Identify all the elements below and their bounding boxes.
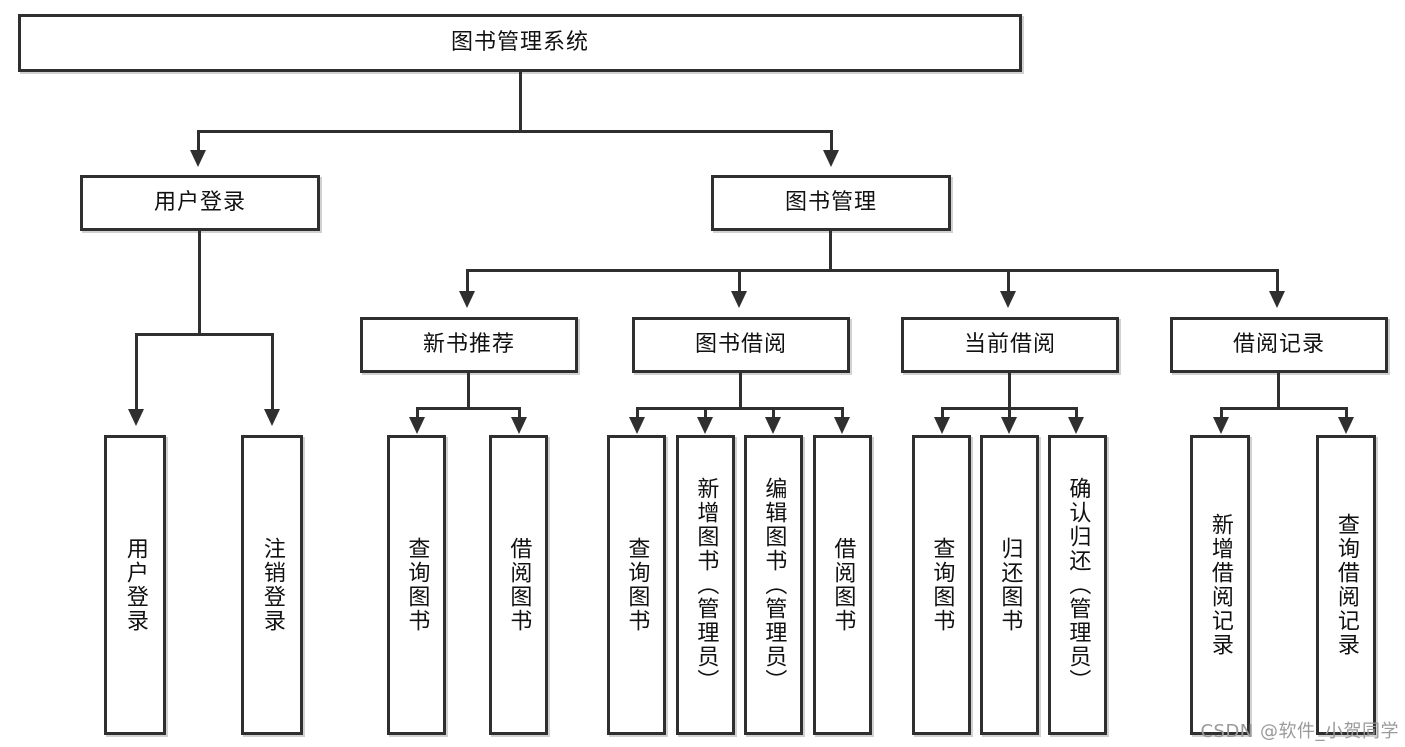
leaf-book-borrow-4[interactable]: 借阅图书: [813, 435, 872, 735]
arrow-nbr-to-leaf-2: [511, 417, 527, 434]
leaf-new-book-recommend-2[interactable]: 借阅图书: [489, 435, 548, 735]
node-root-library-management-system[interactable]: 图书管理系统: [18, 14, 1022, 72]
connector-bm-to-borrow-record: [1276, 269, 1279, 293]
arrow-bb-to-leaf-2: [697, 417, 713, 434]
arrow-user-login-to-leaf-2: [264, 409, 280, 426]
connector-bm-to-new-book-recommend: [466, 269, 469, 293]
arrow-bm-to-new-book-recommend: [459, 291, 475, 308]
connector-root-to-book-management: [830, 130, 833, 152]
connector-br-bus: [1220, 407, 1348, 410]
connector-nbr-bus: [416, 407, 521, 410]
leaf-book-borrow-3[interactable]: 编辑图书（管理员）: [744, 435, 803, 735]
leaf-book-borrow-1[interactable]: 查询图书: [607, 435, 666, 735]
connector-cb-trunk: [1008, 373, 1011, 409]
node-book-management[interactable]: 图书管理: [711, 175, 951, 231]
node-label: 新增图书（管理员）: [693, 477, 719, 693]
arrow-nbr-to-leaf-1: [409, 417, 425, 434]
leaf-current-borrow-3[interactable]: 确认归还（管理员）: [1048, 435, 1107, 735]
arrow-root-to-user-login: [190, 150, 206, 167]
node-label: 用户登录: [122, 537, 148, 633]
connector-user-login-to-leaf-2: [271, 333, 274, 411]
node-label: 新书推荐: [422, 332, 515, 358]
connector-user-login-to-leaf-1: [135, 333, 138, 411]
arrow-br-to-leaf-2: [1338, 417, 1354, 434]
node-label: 图书管理: [784, 190, 877, 216]
node-label: 归还图书: [997, 537, 1023, 633]
node-label: 借阅图书: [830, 537, 856, 633]
node-label: 当前借阅: [963, 332, 1056, 358]
connector-root-to-user-login: [197, 130, 200, 152]
leaf-new-book-recommend-1[interactable]: 查询图书: [387, 435, 446, 735]
leaf-borrow-record-2[interactable]: 查询借阅记录: [1316, 435, 1376, 735]
connector-bb-bus: [636, 407, 844, 410]
connector-br-to-leaf-2: [1345, 407, 1348, 419]
connector-bm-to-current-borrow: [1007, 269, 1010, 293]
node-user-login[interactable]: 用户登录: [80, 175, 320, 231]
connector-user-login-bus: [135, 333, 274, 336]
connector-nbr-trunk: [467, 373, 470, 409]
leaf-current-borrow-2[interactable]: 归还图书: [980, 435, 1039, 735]
leaf-user-login-2[interactable]: 注销登录: [241, 435, 303, 735]
connector-user-login-trunk: [198, 231, 201, 335]
node-label: 注销登录: [259, 537, 285, 633]
connector-bm-to-book-borrow: [738, 269, 741, 293]
node-label: 编辑图书（管理员）: [761, 477, 787, 693]
node-label: 借阅图书: [506, 537, 532, 633]
node-label: 图书管理系统: [450, 30, 589, 56]
connector-bb-trunk: [739, 373, 742, 409]
connector-bb-to-leaf-4: [841, 407, 844, 419]
arrow-cb-to-leaf-1: [934, 417, 950, 434]
arrow-bb-to-leaf-4: [834, 417, 850, 434]
csdn-watermark: CSDN @软件_小贺同学: [1200, 721, 1399, 742]
arrow-root-to-book-management: [823, 150, 839, 167]
connector-cb-to-leaf-3: [1075, 407, 1078, 419]
node-label: 借阅记录: [1232, 332, 1325, 358]
connector-bb-to-leaf-1: [636, 407, 639, 419]
connector-nbr-to-leaf-2: [518, 407, 521, 419]
connector-br-trunk: [1277, 373, 1280, 409]
node-borrow-record[interactable]: 借阅记录: [1170, 317, 1388, 373]
node-new-book-recommend[interactable]: 新书推荐: [360, 317, 578, 373]
arrow-bm-to-book-borrow: [731, 291, 747, 308]
connector-nbr-to-leaf-1: [416, 407, 419, 419]
connector-book-management-trunk: [829, 231, 832, 271]
node-label: 查询图书: [624, 537, 650, 633]
connector-book-management-bus: [466, 269, 1279, 272]
connector-bb-to-leaf-3: [772, 407, 775, 419]
arrow-cb-to-leaf-3: [1068, 417, 1084, 434]
arrow-user-login-to-leaf-1: [128, 409, 144, 426]
arrow-bb-to-leaf-1: [629, 417, 645, 434]
arrow-cb-to-leaf-2: [1001, 417, 1017, 434]
connector-root-trunk: [519, 72, 522, 132]
leaf-book-borrow-2[interactable]: 新增图书（管理员）: [676, 435, 735, 735]
node-label: 查询图书: [929, 537, 955, 633]
node-label: 用户登录: [153, 190, 246, 216]
node-book-borrow[interactable]: 图书借阅: [632, 317, 850, 373]
arrow-br-to-leaf-1: [1213, 417, 1229, 434]
node-label: 新增借阅记录: [1207, 513, 1233, 657]
node-label: 查询借阅记录: [1333, 513, 1359, 657]
connector-root-bus: [197, 130, 833, 133]
arrow-bm-to-borrow-record: [1269, 291, 1285, 308]
node-current-borrow[interactable]: 当前借阅: [901, 317, 1119, 373]
arrow-bm-to-current-borrow: [1000, 291, 1016, 308]
connector-br-to-leaf-1: [1220, 407, 1223, 419]
leaf-current-borrow-1[interactable]: 查询图书: [912, 435, 971, 735]
node-label: 确认归还（管理员）: [1065, 477, 1091, 693]
node-label: 查询图书: [404, 537, 430, 633]
connector-bb-to-leaf-2: [704, 407, 707, 419]
node-label: 图书借阅: [694, 332, 787, 358]
connector-cb-to-leaf-1: [941, 407, 944, 419]
leaf-user-login-1[interactable]: 用户登录: [104, 435, 166, 735]
connector-cb-to-leaf-2: [1008, 407, 1011, 419]
arrow-bb-to-leaf-3: [765, 417, 781, 434]
leaf-borrow-record-1[interactable]: 新增借阅记录: [1190, 435, 1250, 735]
